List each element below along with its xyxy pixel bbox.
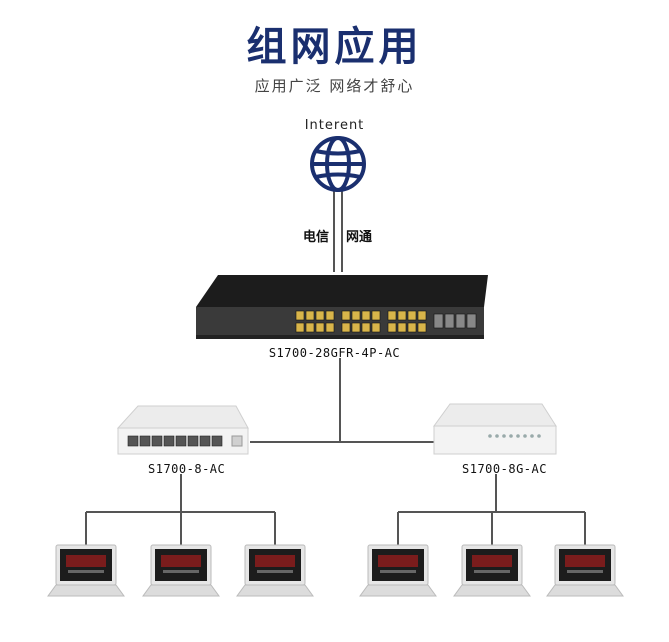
port-0-0-3: [325, 310, 335, 321]
led-6: [530, 434, 534, 438]
left-port-0: [127, 435, 139, 447]
led-1: [495, 434, 499, 438]
laptop-keyboard: [236, 584, 314, 597]
led-2: [502, 434, 506, 438]
laptop-keyboard: [453, 584, 531, 597]
sfp-port-3: [466, 313, 477, 329]
right-switch: [433, 403, 557, 455]
port-1-0-3: [371, 310, 381, 321]
left-port-3: [163, 435, 175, 447]
led-5: [523, 434, 527, 438]
laptop-2: [142, 544, 220, 597]
port-2-1-0: [387, 322, 397, 333]
port-2-0-3: [417, 310, 427, 321]
port-2-0-1: [397, 310, 407, 321]
led-0: [488, 434, 492, 438]
led-4: [516, 434, 520, 438]
laptop-6: [546, 544, 624, 597]
port-1-0-0: [341, 310, 351, 321]
isp-label-right: 网通: [346, 230, 373, 245]
left-port-4: [175, 435, 187, 447]
left-port-6: [199, 435, 211, 447]
left-port-5: [187, 435, 199, 447]
port-1-1-0: [341, 322, 351, 333]
sfp-port-1: [444, 313, 455, 329]
left-switch: [116, 405, 249, 455]
port-0-1-2: [315, 322, 325, 333]
left-port-1: [139, 435, 151, 447]
port-2-0-0: [387, 310, 397, 321]
port-2-0-2: [407, 310, 417, 321]
port-0-0-2: [315, 310, 325, 321]
laptop-group: [47, 544, 624, 597]
port-1-1-1: [351, 322, 361, 333]
port-0-1-0: [295, 322, 305, 333]
port-0-0-0: [295, 310, 305, 321]
right-switch-leds: [488, 434, 541, 438]
connection-lines: [85, 190, 586, 545]
laptop-1: [47, 544, 125, 597]
sfp-port-2: [455, 313, 466, 329]
isp-label-left: 电信: [303, 230, 330, 245]
sfp-port-0: [433, 313, 444, 329]
port-0-1-3: [325, 322, 335, 333]
laptop-3: [236, 544, 314, 597]
laptop-keyboard: [359, 584, 437, 597]
internet-label: Interent: [304, 118, 365, 133]
laptop-5: [453, 544, 531, 597]
laptop-4: [359, 544, 437, 597]
globe-icon: [310, 136, 366, 192]
left-port-2: [151, 435, 163, 447]
page-subtitle: 应用广泛 网络才舒心: [254, 77, 415, 95]
left-switch-label: S1700-8-AC: [148, 462, 226, 476]
left-port-7: [211, 435, 223, 447]
led-7: [537, 434, 541, 438]
port-0-0-1: [305, 310, 315, 321]
left-switch-ports: [127, 435, 223, 447]
port-1-1-2: [361, 322, 371, 333]
port-1-1-3: [371, 322, 381, 333]
led-3: [509, 434, 513, 438]
port-2-1-1: [397, 322, 407, 333]
core-switch-ports: [295, 310, 477, 333]
port-2-1-2: [407, 322, 417, 333]
core-switch: [196, 275, 488, 339]
port-2-1-3: [417, 322, 427, 333]
page-title: 组网应用: [246, 24, 423, 70]
laptop-keyboard: [546, 584, 624, 597]
port-1-0-2: [361, 310, 371, 321]
port-1-0-1: [351, 310, 361, 321]
laptop-keyboard: [47, 584, 125, 597]
port-0-1-1: [305, 322, 315, 333]
laptop-keyboard: [142, 584, 220, 597]
core-switch-label: S1700-28GFR-4P-AC: [268, 346, 401, 360]
right-switch-label: S1700-8G-AC: [462, 462, 547, 476]
